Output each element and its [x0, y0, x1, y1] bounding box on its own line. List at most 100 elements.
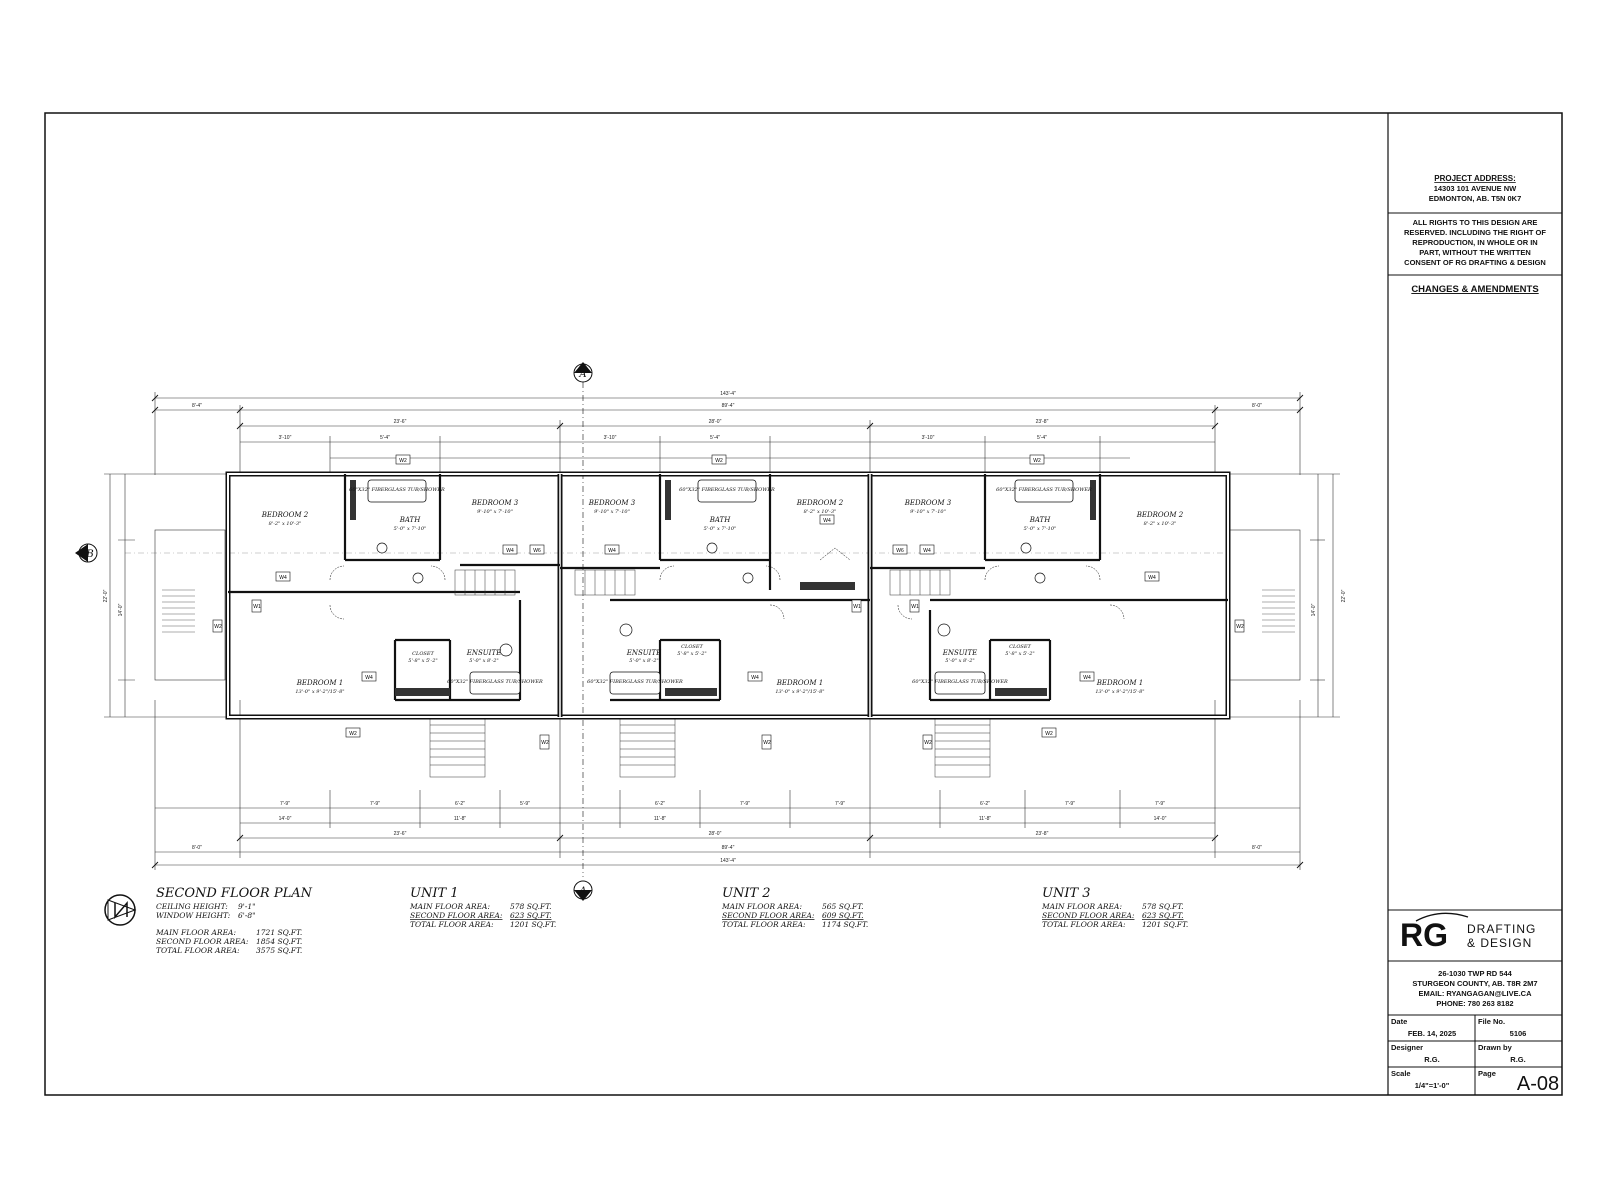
unit2-bath: BATH — [709, 516, 731, 524]
unit1-bedroom1: BEDROOM 1 — [296, 679, 343, 687]
svg-text:1201 SQ.FT.: 1201 SQ.FT. — [1142, 920, 1188, 929]
unit-2-areas: UNIT 2 MAIN FLOOR AREA: 565 SQ.FT. SECON… — [721, 886, 868, 929]
drawn-label: Drawn by — [1478, 1043, 1513, 1052]
svg-text:W1: W1 — [253, 604, 261, 610]
dim-bot-e: 6'-2" — [655, 801, 665, 807]
svg-text:623 SQ.FT.: 623 SQ.FT. — [510, 911, 551, 920]
dim-bot-unit3: 23'-8" — [1036, 831, 1049, 837]
unit2-bedroom3: BEDROOM 3 — [588, 499, 636, 507]
unit-1-title: UNIT 1 — [410, 886, 459, 901]
logo-swoosh — [1415, 912, 1469, 922]
plumbing-fixtures — [376, 542, 1046, 657]
svg-text:W4: W4 — [365, 675, 373, 681]
unit-3-title: UNIT 3 — [1042, 886, 1091, 901]
svg-text:WINDOW HEIGHT:: WINDOW HEIGHT: — [156, 911, 231, 920]
svg-text:5'-0" x 8'-2": 5'-0" x 8'-2" — [945, 658, 974, 664]
svg-text:609 SQ.FT.: 609 SQ.FT. — [822, 911, 863, 920]
project-address-label: PROJECT ADDRESS: — [1434, 174, 1516, 183]
dim-unit1-width: 23'-6" — [394, 419, 407, 425]
svg-text:A: A — [578, 369, 586, 380]
unit-2-title: UNIT 2 — [722, 886, 771, 901]
svg-text:MAIN FLOOR AREA:: MAIN FLOOR AREA: — [721, 902, 802, 911]
unit2-ensuite: ENSUITE — [626, 649, 661, 657]
svg-text:W4: W4 — [923, 548, 931, 554]
svg-text:SECOND FLOOR AREA:: SECOND FLOOR AREA: — [410, 911, 503, 920]
dim-bot-k: 14'-0" — [279, 816, 292, 822]
svg-text:W6: W6 — [533, 548, 541, 554]
dimension-ticks — [151, 394, 1304, 869]
company-line-4: PHONE: 780 263 8182 — [1436, 999, 1513, 1008]
dim-bot-right: 8'-0" — [1252, 845, 1262, 851]
dim-overall-top: 143'-4" — [720, 391, 736, 397]
unit1-bedroom2: BEDROOM 2 — [261, 511, 309, 519]
svg-text:9'-10" x 7'-10": 9'-10" x 7'-10" — [477, 509, 513, 515]
svg-text:W2: W2 — [1033, 458, 1041, 464]
svg-text:3575 SQ.FT.: 3575 SQ.FT. — [256, 946, 302, 955]
bathtubs — [367, 479, 1074, 695]
svg-text:5'-0" x 8'-2": 5'-0" x 8'-2" — [469, 658, 498, 664]
company-line-3: EMAIL: RYANGAGAN@LIVE.CA — [1418, 989, 1532, 998]
interior-walls — [228, 474, 1228, 702]
dim-bot-n: 11'-8" — [979, 816, 992, 822]
svg-text:13'-0" x 9'-2"/15'-8": 13'-0" x 9'-2"/15'-8" — [775, 689, 824, 695]
svg-text:60"X32" FIBERGLASS TUB/SHOWER: 60"X32" FIBERGLASS TUB/SHOWER — [447, 679, 543, 685]
svg-text:60"X32" FIBERGLASS TUB/SHOWER: 60"X32" FIBERGLASS TUB/SHOWER — [587, 679, 683, 685]
dim-bot-middle: 89'-4" — [722, 845, 735, 851]
unit-3-areas: UNIT 3 MAIN FLOOR AREA: 578 SQ.FT. SECON… — [1041, 886, 1188, 929]
door-swings — [329, 547, 1125, 620]
dim-bot-a: 7'-9" — [280, 801, 290, 807]
unit3-ensuite: ENSUITE — [942, 649, 977, 657]
dim-top-b: 5'-4" — [380, 435, 390, 441]
floor-plan: 60"X32" FIBERGLASS TUB/SHOWER 60"X32" FI… — [154, 471, 1301, 778]
designer-value: R.G. — [1424, 1055, 1439, 1064]
dim-top-e: 3'-10" — [922, 435, 935, 441]
svg-text:5'-0" x 7'-10": 5'-0" x 7'-10" — [394, 526, 427, 532]
file-value: 5106 — [1510, 1029, 1527, 1038]
dim-bot-o: 14'-0" — [1154, 816, 1167, 822]
svg-text:W4: W4 — [279, 575, 287, 581]
svg-text:W2: W2 — [214, 624, 222, 630]
section-b-marker: B — [75, 543, 98, 563]
svg-text:565 SQ.FT.: 565 SQ.FT. — [822, 902, 863, 911]
svg-text:MAIN FLOOR AREA:: MAIN FLOOR AREA: — [1041, 902, 1122, 911]
svg-text:W2: W2 — [763, 740, 771, 746]
svg-text:8'-2" x 10'-3": 8'-2" x 10'-3" — [269, 521, 302, 527]
svg-text:TOTAL FLOOR AREA:: TOTAL FLOOR AREA: — [1042, 920, 1126, 929]
dim-bot-unit2: 28'-0" — [709, 831, 722, 837]
dim-bot-j: 7'-9" — [1155, 801, 1165, 807]
svg-text:5'-8" x 5'-2": 5'-8" x 5'-2" — [677, 651, 706, 657]
dim-right-depth: 22'-0" — [1341, 589, 1347, 602]
designer-label: Designer — [1391, 1043, 1423, 1052]
dim-bot-left: 8'-0" — [192, 845, 202, 851]
unit2-bedroom1: BEDROOM 1 — [776, 679, 823, 687]
company-line-1: 26-1030 TWP RD 544 — [1438, 969, 1512, 978]
svg-text:MAIN FLOOR AREA:: MAIN FLOOR AREA: — [409, 902, 490, 911]
unit3-bedroom3: BEDROOM 3 — [904, 499, 952, 507]
svg-text:5'-0" x 7'-10": 5'-0" x 7'-10" — [704, 526, 737, 532]
svg-text:W2: W2 — [1236, 624, 1244, 630]
svg-text:W2: W2 — [924, 740, 932, 746]
dim-bot-unit1: 23'-6" — [394, 831, 407, 837]
svg-text:W6: W6 — [896, 548, 904, 554]
svg-text:5'-8" x 5'-2": 5'-8" x 5'-2" — [408, 658, 437, 664]
svg-text:623 SQ.FT.: 623 SQ.FT. — [1142, 911, 1183, 920]
svg-text:W1: W1 — [853, 604, 861, 610]
svg-text:1201 SQ.FT.: 1201 SQ.FT. — [510, 920, 556, 929]
dimension-labels: 143'-4" 8'-4" 89'-4" 8'-0" 23'-6" 28'-0"… — [103, 391, 1347, 864]
drawn-value: R.G. — [1510, 1055, 1525, 1064]
closet-shelves — [350, 480, 1096, 696]
unit1-bedroom3: BEDROOM 3 — [471, 499, 519, 507]
room-labels: BEDROOM 2 8'-2" x 10'-3" BEDROOM 3 9'-10… — [261, 499, 1184, 695]
svg-text:5'-0" x 7'-10": 5'-0" x 7'-10" — [1024, 526, 1057, 532]
window-tags: W2 W2 W2 W4 W4 W6 W4 W4 W6 W4 W4 W4 W4 W… — [212, 454, 1245, 750]
north-arrow-icon — [104, 894, 137, 926]
svg-text:SECOND FLOOR AREA:: SECOND FLOOR AREA: — [1042, 911, 1135, 920]
dim-bot-i: 7'-9" — [1065, 801, 1075, 807]
exterior-wall — [225, 471, 1231, 720]
rights-line-5: CONSENT OF RG DRAFTING & DESIGN — [1404, 258, 1546, 267]
svg-text:8'-2" x 10'-3": 8'-2" x 10'-3" — [1144, 521, 1177, 527]
stair-wells — [454, 569, 951, 596]
svg-text:60"X32" FIBERGLASS TUB/SHOWER: 60"X32" FIBERGLASS TUB/SHOWER — [679, 487, 775, 493]
svg-text:TOTAL FLOOR AREA:: TOTAL FLOOR AREA: — [410, 920, 494, 929]
svg-text:W4: W4 — [608, 548, 616, 554]
